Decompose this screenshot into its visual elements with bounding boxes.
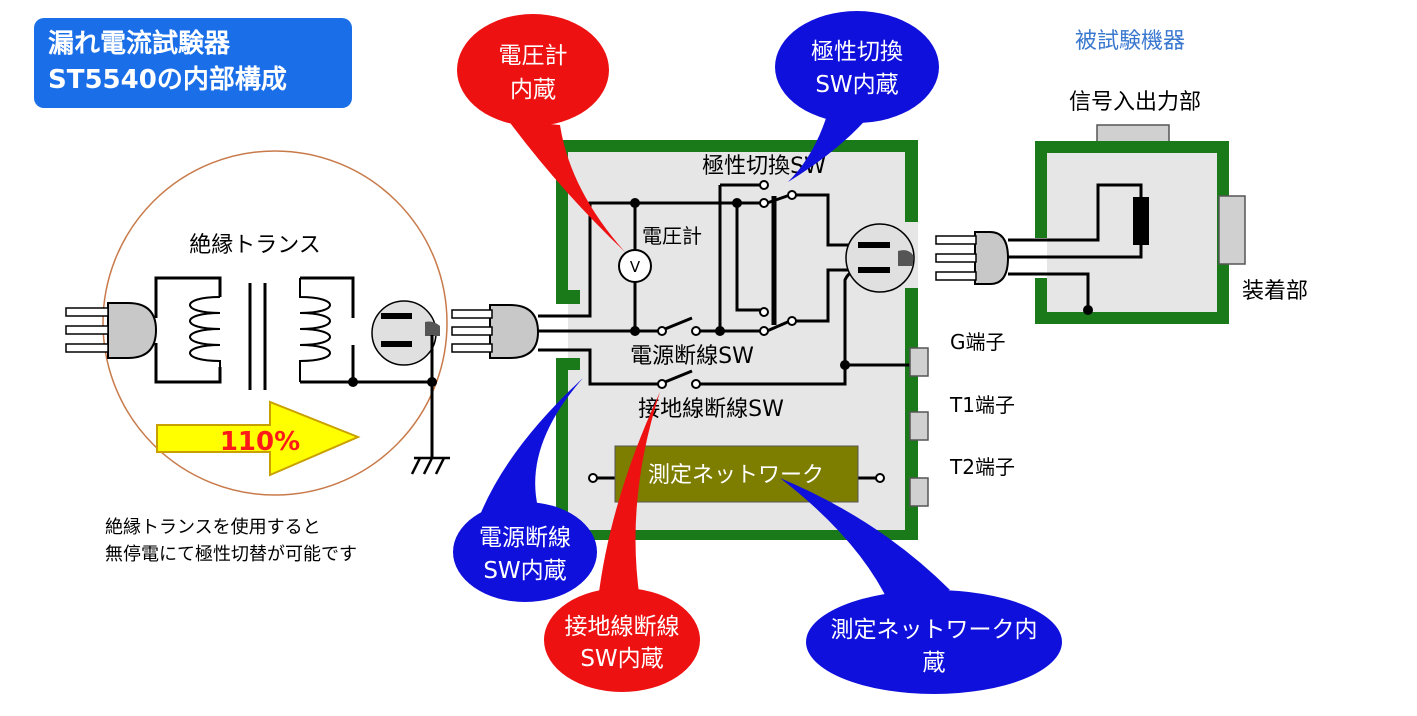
t1-terminal-icon [909, 411, 929, 441]
ground-symbol-icon [410, 456, 450, 475]
dut-wiring [1008, 183, 1143, 310]
transformer-label: 絶縁トランス [189, 233, 321, 258]
transformer-wiring [154, 276, 355, 384]
svg-text:測定ネットワーク内: 測定ネットワーク内 [831, 617, 1038, 643]
callout-network: 測定ネットワーク内 蔵 [780, 478, 1062, 694]
title-line-1: 漏れ電流試験器 [48, 29, 231, 59]
voltage-arrow-icon [156, 400, 361, 477]
power-switch-label: 電源断線SW [630, 344, 754, 369]
t1-terminal-label: T1端子 [949, 393, 1015, 417]
signal-io-label: 信号入出力部 [1069, 90, 1201, 115]
t2-terminal-label: T2端子 [949, 455, 1015, 479]
svg-text:蔵: 蔵 [923, 650, 946, 676]
callout-power-switch: 電源断線 SW内蔵 [453, 378, 597, 602]
svg-text:内蔵: 内蔵 [510, 77, 556, 103]
svg-text:電源断線: 電源断線 [479, 525, 571, 551]
junction-dot [427, 377, 437, 387]
housing-plug-icon [451, 304, 540, 359]
t2-terminal-icon [909, 477, 929, 507]
title-box: 漏れ電流試験器 ST5540の内部構成 [34, 18, 352, 108]
g-terminal-label: G端子 [950, 330, 1006, 354]
network-box [614, 445, 859, 503]
svg-text:SW内蔵: SW内蔵 [815, 72, 898, 98]
dut-component-icon [1133, 197, 1149, 245]
switch-contacts [588, 180, 885, 483]
svg-text:SW内蔵: SW内蔵 [580, 646, 663, 672]
voltmeter-symbol: V [630, 258, 641, 276]
transformer-outlet-icon [371, 300, 440, 366]
dut-body [1047, 153, 1217, 312]
svg-text:接地線断線: 接地線断線 [565, 614, 680, 640]
note-line-2: 無停電にて極性切替が可能です [105, 544, 357, 565]
network-label: 測定ネットワーク [648, 463, 824, 488]
g-terminal-icon [909, 347, 929, 377]
ground-wiring [353, 335, 434, 458]
input-plug-icon [65, 302, 158, 359]
svg-text:極性切換: 極性切換 [811, 39, 903, 65]
arrow-percent-label: 110% [220, 427, 300, 457]
transformer-circle [102, 150, 448, 496]
callout-voltmeter: 電圧計 内蔵 [457, 14, 625, 252]
terminals [909, 347, 929, 507]
voltmeter-icon [618, 249, 652, 283]
dut-plug-icon [935, 231, 1010, 285]
callout-ground-switch: 接地線断線 SW内蔵 [544, 392, 700, 692]
voltmeter-label: 電圧計 [642, 224, 702, 248]
polarity-switch-icon [766, 193, 791, 333]
junction-dot [1083, 305, 1093, 315]
svg-text:SW内蔵: SW内蔵 [483, 558, 566, 584]
title-line-2: ST5540の内部構成 [48, 65, 287, 95]
junction-dots [630, 198, 850, 370]
transformer-coils-icon [189, 278, 331, 390]
ground-switch-label: 接地線断線SW [638, 397, 784, 422]
callout-polarity-switch: 極性切換 SW内蔵 [775, 11, 939, 182]
output-outlet-icon [845, 223, 915, 293]
applied-part-icon [1218, 195, 1246, 265]
dut-title: 被試験機器 [1075, 29, 1185, 54]
note-line-1: 絶縁トランスを使用すると [105, 517, 321, 538]
switch-blades [664, 316, 693, 384]
svg-text:電圧計: 電圧計 [499, 43, 568, 69]
applied-part-label: 装着部 [1242, 279, 1308, 304]
